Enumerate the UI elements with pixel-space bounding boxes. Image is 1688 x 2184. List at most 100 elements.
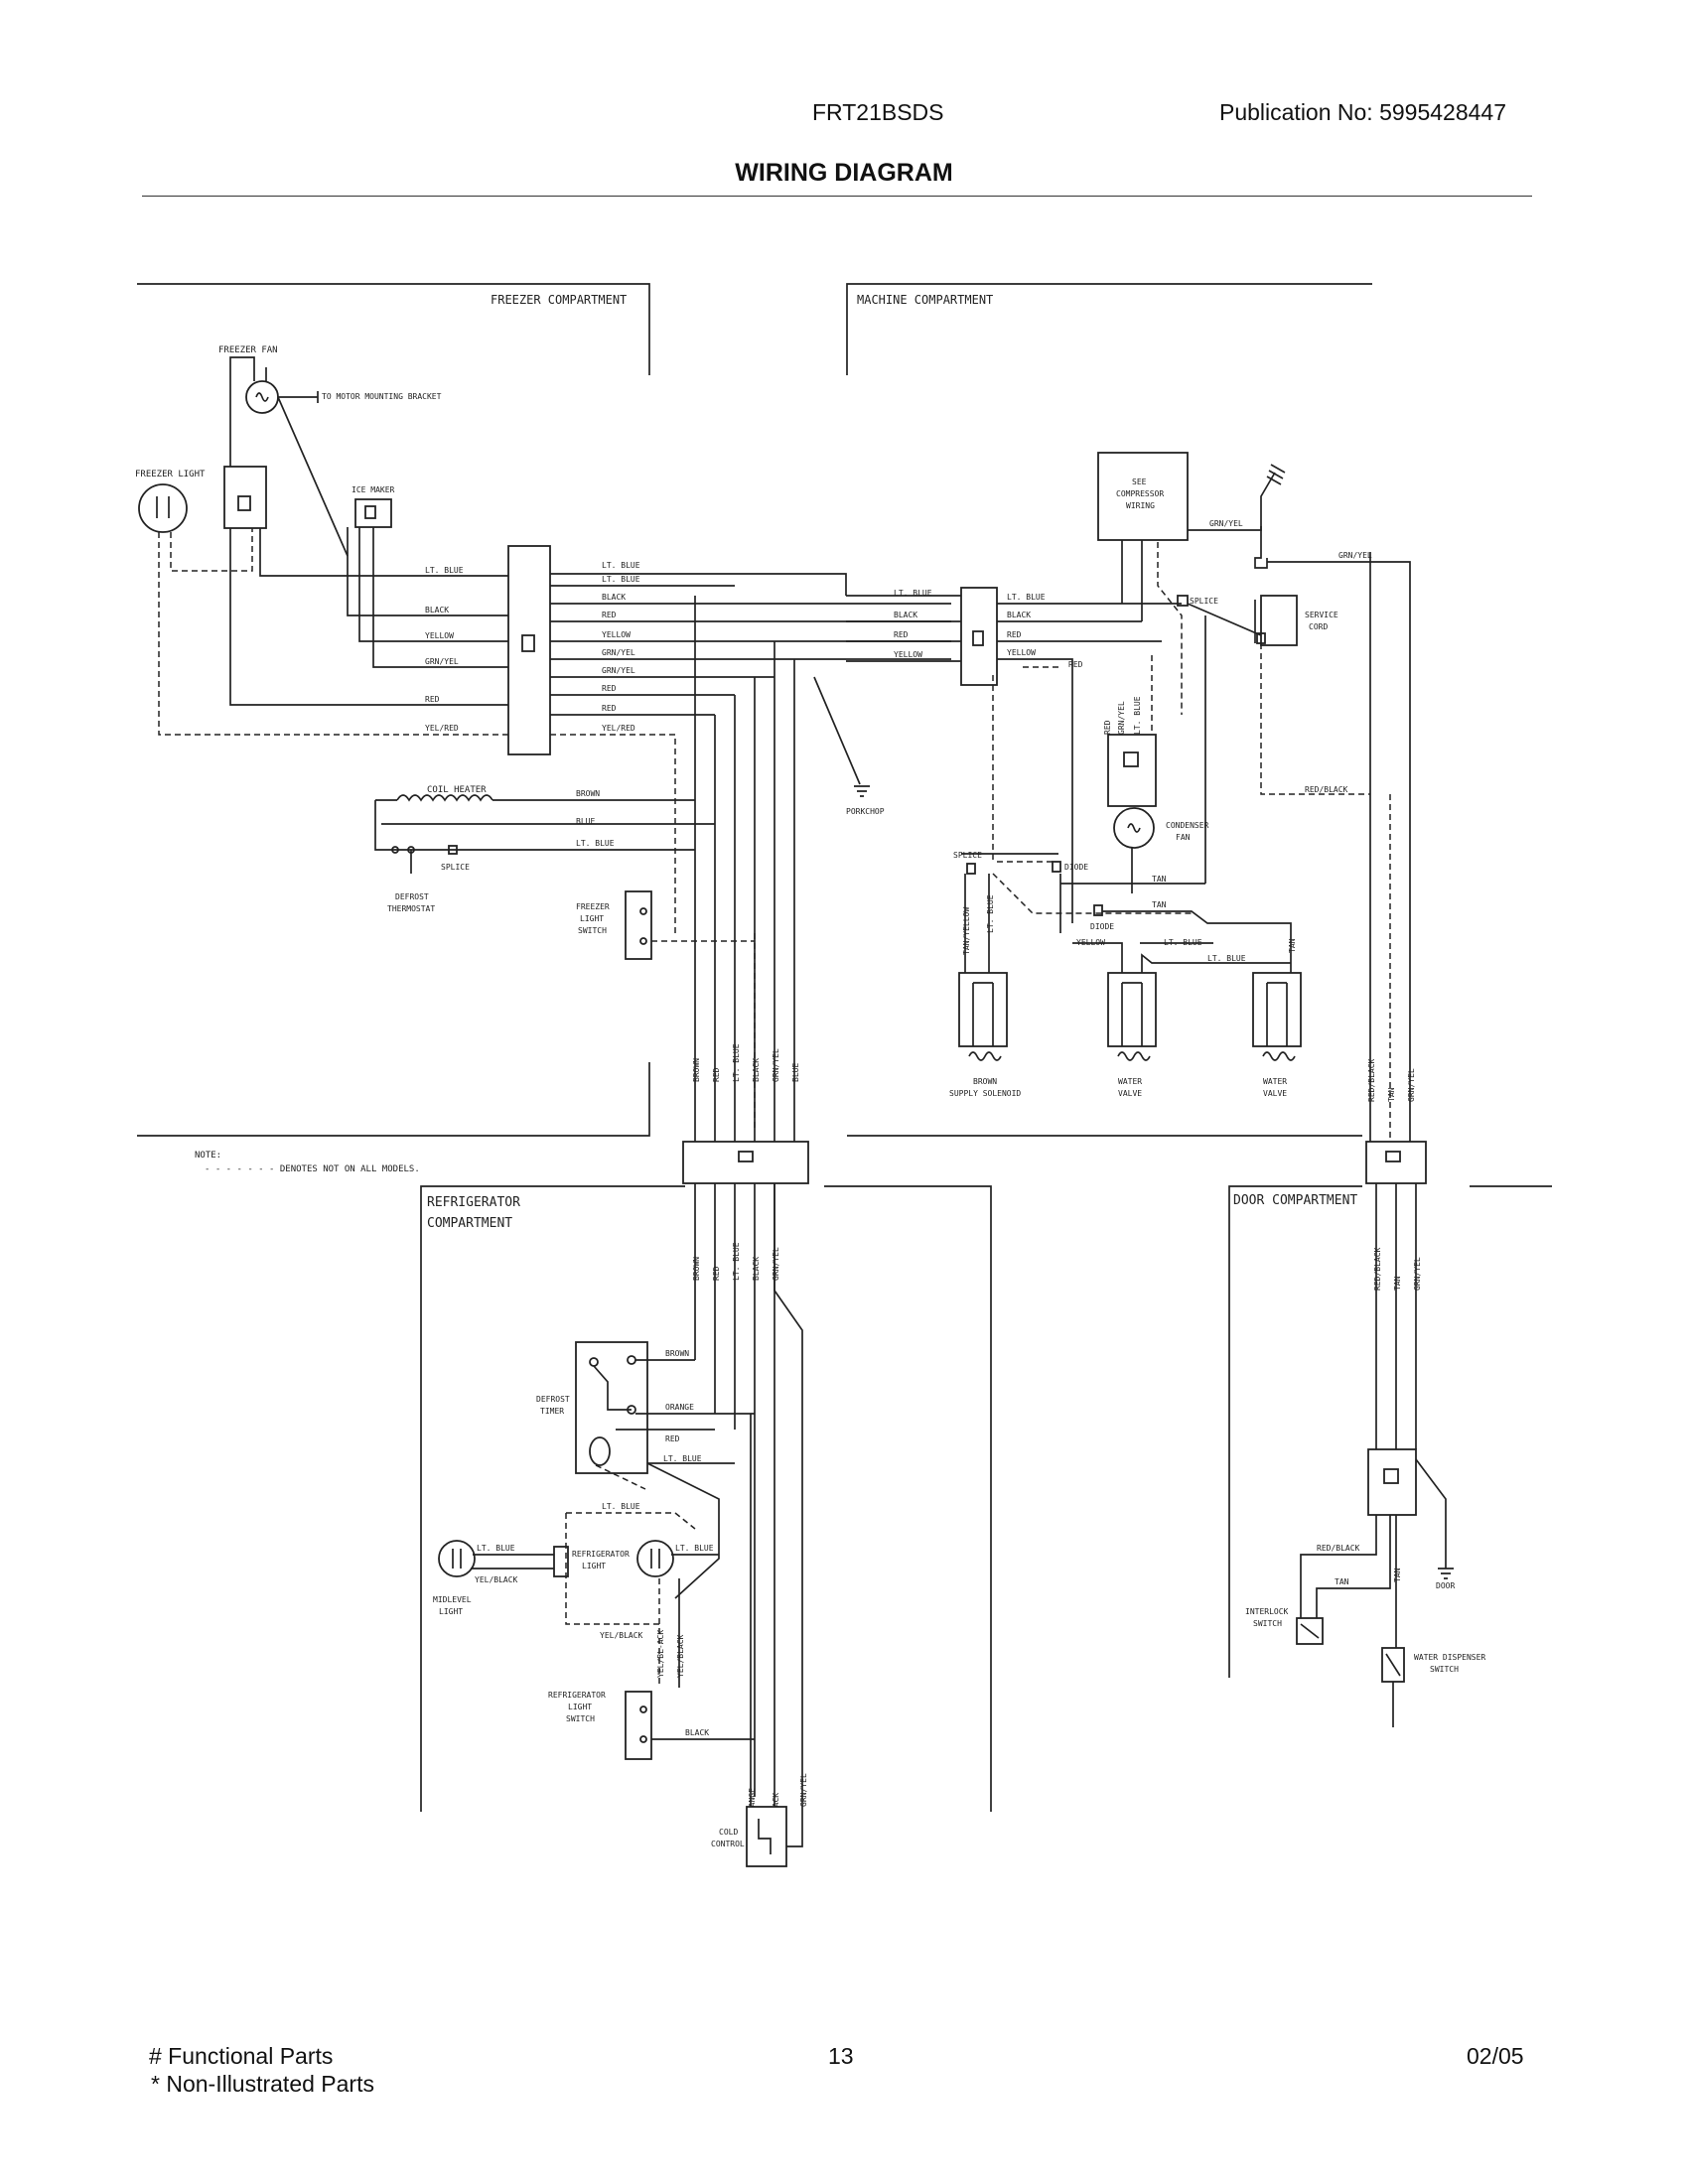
machine-grnyel-2-label: GRN/YEL [1338,551,1372,560]
freezer-right-grnyel-2-label: GRN/YEL [602,666,635,675]
condenser-ltblue-label: LT. BLUE [1133,696,1142,735]
ref-bundle-brown-label: BROWN [692,1257,701,1281]
solenoid-ltblue-label: LT. BLUE [986,894,995,933]
refrigerator-light-switch [625,1691,652,1760]
coil-ltblue-label: LT. BLUE [576,839,615,848]
motor-bracket-label: TO MOTOR MOUNTING BRACKET [322,392,442,401]
bundle-grnyel-label: GRN/YEL [772,1048,780,1082]
freezer-wire-grnyel-label: GRN/YEL [425,657,459,666]
ref-yelblack-vert2-label: YEL/BLACK [676,1634,685,1678]
midlevel-light-label-2: LIGHT [439,1607,463,1616]
ice-maker-connector [354,498,392,528]
water-valve-1-label-1: WATER [1118,1077,1142,1086]
ref-bundle-ltblue-label: LT. BLUE [732,1242,741,1281]
machine-out-red-label: RED [1007,630,1022,639]
midlevel-yelblack-label: YEL/BLACK [475,1575,518,1584]
note-text: - - - - - - - DENOTES NOT ON ALL MODELS. [205,1164,420,1174]
ref-bundle-grnyel-label: GRN/YEL [772,1247,780,1281]
refrigerator-light-label-2: LIGHT [582,1562,606,1570]
diode-2-label: DIODE [1090,922,1114,931]
ref-light-ltblue-label: LT. BLUE [675,1544,714,1553]
door-harness-connector [1365,1141,1427,1184]
condenser-grnyel-label: GRN/YEL [1117,701,1126,735]
cold-control [746,1806,787,1867]
condenser-red-label: RED [1103,720,1112,735]
machine-tan-2-label: TAN [1152,900,1167,909]
condenser-fan-label-2: FAN [1176,833,1191,842]
machine-harness-connector [960,587,998,686]
brown-supply-label-1: BROWN [973,1077,997,1086]
interlock-switch [1296,1617,1324,1645]
machine-tan-1-label: TAN [1152,875,1167,884]
bundle-blue-label: BLUE [791,1063,800,1082]
midlevel-light-bulb-icon [438,1540,476,1577]
machine-in-ltblue-label: LT. BLUE [894,589,932,598]
midlevel-connector [553,1546,569,1577]
service-cord-plug [1260,595,1298,646]
coil-brown-label: BROWN [576,789,600,798]
compressor-wiring-box [1097,452,1189,541]
condenser-fan-label-1: CONDENSER [1166,821,1209,830]
freezer-light-switch-label-1: FREEZER [576,902,610,911]
condenser-fan-connector [1107,734,1157,807]
defrost-timer-label-2: TIMER [540,1407,564,1416]
page-title: WIRING DIAGRAM [735,159,953,187]
refrigerator-light-label-1: REFRIGERATOR [572,1550,630,1559]
ref-bundle-black-label: BLACK [752,1257,761,1281]
timer-brown-label: BROWN [665,1349,689,1358]
model-number: FRT21BSDS [812,99,944,125]
freezer-light-connector [223,466,267,529]
refrigerator-light-bulb-icon [636,1540,674,1577]
bundle-brown-label: BROWN [692,1058,701,1082]
ref-yelblack-vert-label: YEL/BL-ACK [656,1630,665,1678]
machine-out-ltblue-label: LT. BLUE [1007,593,1046,602]
cold-black-label: BLACK [772,1793,780,1817]
service-cord-label-2: CORD [1309,622,1328,631]
machine-red-2-label: RED [1068,660,1083,669]
switch-black-label: BLACK [685,1728,709,1737]
defrost-thermostat-label-2: THERMOSTAT [387,904,435,913]
door-connector [1367,1448,1417,1516]
machine-out-black-label: BLACK [1007,611,1031,619]
refrigerator-compartment-label-2: COMPARTMENT [427,1216,512,1231]
condenser-fan-motor-icon [1113,807,1155,849]
main-bulkhead-connector [682,1141,809,1184]
freezer-light-switch [625,890,652,960]
interlock-switch-label-2: SWITCH [1253,1619,1282,1628]
door-redblack-label: RED/BLACK [1373,1247,1382,1291]
machine-grnyel-1-label: GRN/YEL [1209,519,1243,528]
cold-control-label-1: COLD [719,1828,738,1837]
water-valve-2-label-1: WATER [1263,1077,1287,1086]
water-dispenser-switch-label-1: WATER DISPENSER [1414,1653,1485,1662]
non-illustrated-legend: * Non-Illustrated Parts [151,2071,374,2097]
door-feed-grnyel-label: GRN/YEL [1407,1068,1416,1102]
timer-red-label: RED [665,1434,680,1443]
see-compressor-label-2: COMPRESSOR [1116,489,1164,498]
interlock-switch-label-1: INTERLOCK [1245,1607,1289,1616]
water-valve-1 [1107,972,1157,1061]
bundle-ltblue-label: LT. BLUE [732,1043,741,1082]
freezer-right-red-label: RED [602,611,617,619]
machine-out-yellow-label: YELLOW [1007,648,1036,657]
ref-yelblack-label: YEL/BLACK [600,1631,643,1640]
brown-supply-solenoid [958,972,1008,1061]
freezer-right-yelred-label: YEL/RED [602,724,635,733]
freezer-wire-red-label: RED [425,695,440,704]
freezer-light-bulb-icon [138,483,188,533]
refrigerator-light-switch-label-2: LIGHT [568,1703,592,1711]
water-valve-2-label-2: VALVE [1263,1089,1287,1098]
defrost-timer-label-1: DEFROST [536,1395,570,1404]
freezer-light-switch-label-2: LIGHT [580,914,604,923]
coil-heater-label: COIL HEATER [427,785,487,795]
freezer-compartment-label: FREEZER COMPARTMENT [491,293,627,307]
bundle-red-label: RED [712,1067,721,1082]
revision-date: 02/05 [1467,2043,1524,2069]
freezer-harness-connector [507,545,551,755]
coil-blue-label: BLUE [576,817,595,826]
freezer-right-black-label: BLACK [602,593,626,602]
water-valve-2 [1252,972,1302,1061]
refrigerator-compartment-frame [420,1185,992,1812]
door-feed-redblack-label: RED/BLACK [1367,1058,1376,1102]
ref-ltblue-top-label: LT. BLUE [602,1502,640,1511]
